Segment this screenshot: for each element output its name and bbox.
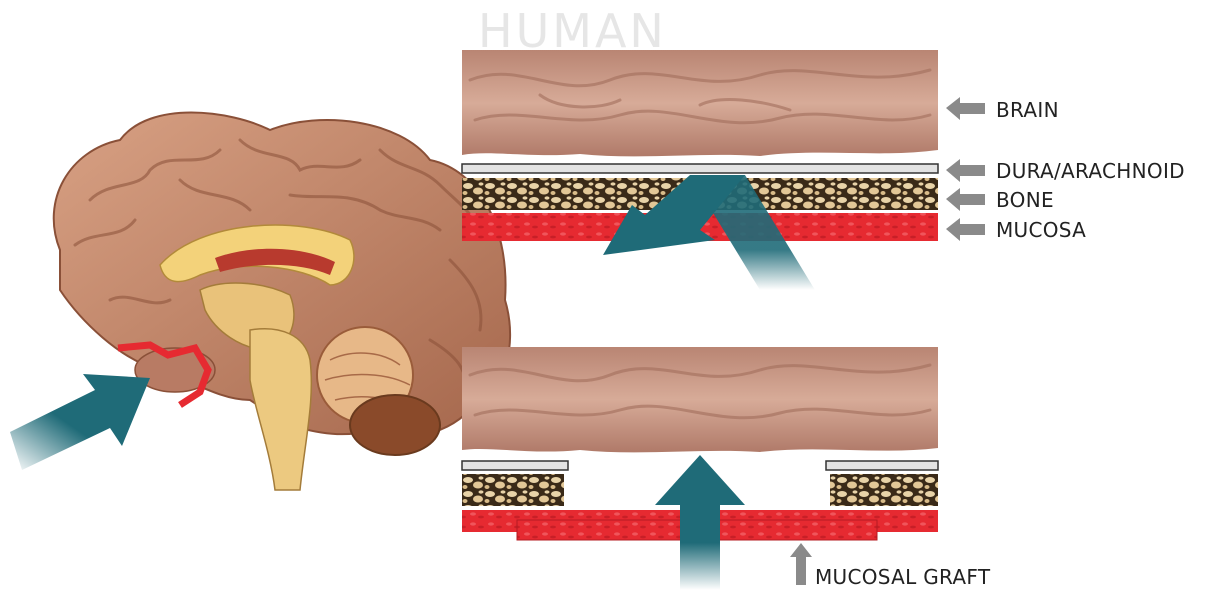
label-bone: BONE: [996, 188, 1054, 212]
label-mucosal-graft: MUCOSAL GRAFT: [815, 565, 990, 589]
label-mucosa: MUCOSA: [996, 218, 1086, 242]
bottom-layers: [462, 347, 938, 590]
watermark-text: HUMAN: [478, 4, 667, 58]
endonasal-arrow-left: [10, 374, 150, 470]
label-dura-arachnoid: DURA/ARACHNOID: [996, 159, 1185, 183]
label-brain: BRAIN: [996, 98, 1059, 122]
top-layers: [462, 50, 938, 290]
